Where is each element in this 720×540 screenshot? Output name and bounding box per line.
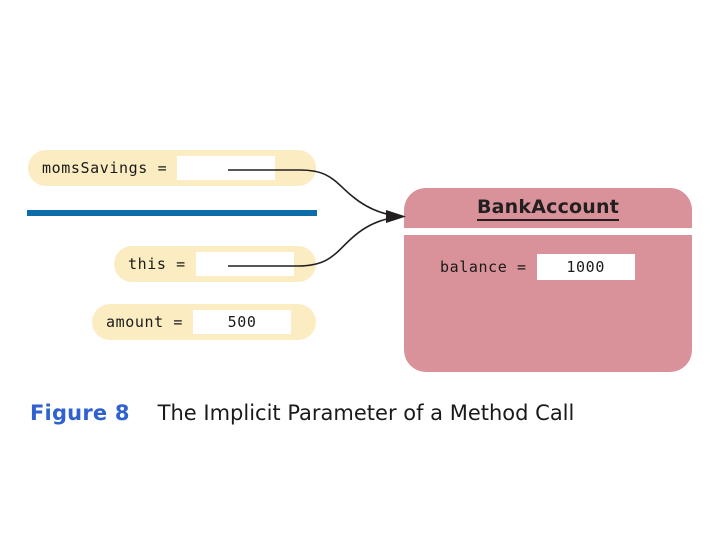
field-label-balance: balance = xyxy=(440,258,527,276)
variable-label-this: this = xyxy=(128,255,186,273)
variable-row-this: this = xyxy=(114,246,316,282)
variable-label-momssavings: momsSavings = xyxy=(42,159,168,177)
object-title: BankAccount xyxy=(404,196,692,221)
variable-row-amount: amount = 500 xyxy=(92,304,316,340)
variable-value-momssavings xyxy=(177,156,276,180)
field-row-balance: balance = 1000 xyxy=(440,254,635,280)
variable-value-this xyxy=(195,252,294,276)
object-title-text: BankAccount xyxy=(476,196,620,221)
object-title-divider xyxy=(404,228,692,235)
caption-figure-number: Figure 8 xyxy=(30,401,130,425)
variable-row-momssavings: momsSavings = xyxy=(28,150,316,186)
connector-arrowhead-icon xyxy=(386,210,406,223)
variable-value-amount: 500 xyxy=(193,310,292,334)
field-value-balance: 1000 xyxy=(536,254,635,280)
caption-title: The Implicit Parameter of a Method Call xyxy=(157,401,575,425)
stack-frame-divider xyxy=(27,210,317,216)
object-box-bankaccount: BankAccount balance = 1000 xyxy=(404,188,692,372)
variable-label-amount: amount = xyxy=(106,313,184,331)
figure-caption: Figure 8 The Implicit Parameter of a Met… xyxy=(30,401,574,425)
